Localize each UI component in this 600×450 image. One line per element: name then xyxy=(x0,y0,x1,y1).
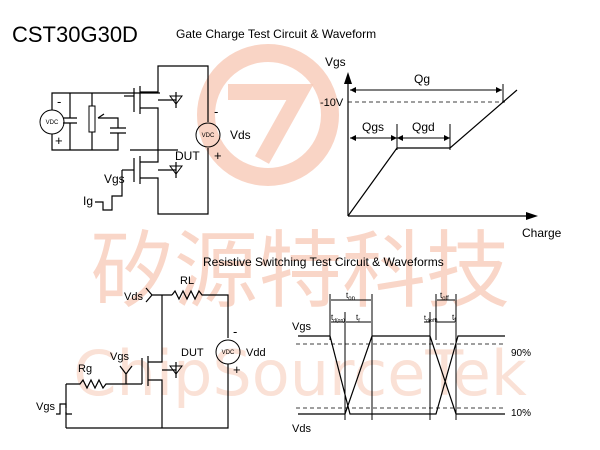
watermark-logo-mark xyxy=(228,84,314,164)
rs-wave-drain xyxy=(298,335,505,415)
watermark-logo-ring xyxy=(197,44,339,186)
gc-potentiometer xyxy=(88,105,96,133)
rs-tdoff: td(off) xyxy=(424,315,438,324)
rs-rl-resistor xyxy=(171,289,229,338)
rs-rg-label: Rg xyxy=(78,363,92,375)
gc-axis-y-label: Vgs xyxy=(325,55,346,69)
gc-ig-label: Ig xyxy=(83,194,93,208)
rs-wave-gate xyxy=(298,335,505,415)
watermark: 矽源特科技 ChipSourceTek xyxy=(73,44,527,410)
resistive-circuit: Vds RL VDC - + Vdd DUT Vgs Rg Vgs xyxy=(36,275,266,429)
rs-tr: tr xyxy=(356,313,360,324)
gc-supply-plus: + xyxy=(214,148,222,163)
gc-vds-label: Vds xyxy=(230,128,251,142)
rs-pct-90: 90% xyxy=(511,348,531,359)
rs-wave-vgs-label: Vgs xyxy=(292,321,311,333)
rs-supply-plus: + xyxy=(233,362,241,377)
gc-qgd-label: Qgd xyxy=(412,120,435,134)
gc-axis-x-label: Charge xyxy=(522,226,562,240)
rs-rg-resistor xyxy=(66,378,142,390)
gate-charge-waveform: Vgs Charge -10V Qg Qgs Qgd xyxy=(320,55,562,240)
rs-tdon: td(on) xyxy=(331,313,345,324)
gc-supply-vdc-label: VDC xyxy=(202,133,215,139)
rs-dut-label: DUT xyxy=(181,347,204,359)
gate-charge-circuit: VDC - + VDC - + Vds DUT Vgs Ig xyxy=(39,65,251,215)
gc-supply-minus: - xyxy=(214,104,218,119)
gc-dut-label: DUT xyxy=(175,149,200,163)
gc-source-plus: + xyxy=(55,133,63,148)
gc-ig-pulse xyxy=(95,170,123,211)
rs-supply-vdc-label: VDC xyxy=(222,350,235,356)
rs-tf: tf xyxy=(452,313,456,324)
watermark-cn: 矽源特科技 xyxy=(90,222,510,320)
gc-level-label: -10V xyxy=(320,97,344,109)
part-number: CST30G30D xyxy=(12,22,138,47)
resistive-waveform: Vgs Vds 90% 10% ton td(on) tr toff td(of… xyxy=(292,291,531,435)
rs-vdd-label: Vdd xyxy=(246,347,266,359)
rs-supply-minus: - xyxy=(233,324,237,339)
watermark-en: ChipSourceTek xyxy=(73,337,527,410)
gc-qgs-label: Qgs xyxy=(362,120,384,134)
resistive-title: Resistive Switching Test Circuit & Wavef… xyxy=(203,255,444,269)
rs-wave-vds-label: Vds xyxy=(292,423,311,435)
gc-qg-label: Qg xyxy=(414,72,430,86)
rs-rl-label: RL xyxy=(180,275,194,287)
rs-vgs-label: Vgs xyxy=(110,351,129,363)
gc-supply-vdc xyxy=(195,122,221,148)
rs-vgs-pulse-label: Vgs xyxy=(36,401,55,413)
rs-vds-label: Vds xyxy=(124,291,143,303)
rs-toff: toff xyxy=(440,291,449,302)
rs-vgs-pulse xyxy=(56,403,72,415)
gate-charge-title: Gate Charge Test Circuit & Waveform xyxy=(176,27,376,41)
rs-pct-10: 10% xyxy=(511,408,531,419)
gc-source-minus: - xyxy=(57,94,61,109)
gc-vgs-label: Vgs xyxy=(104,172,125,186)
rs-ton: ton xyxy=(346,291,355,302)
gc-waveform xyxy=(347,89,518,217)
gc-source-vdc-label: VDC xyxy=(46,120,59,126)
